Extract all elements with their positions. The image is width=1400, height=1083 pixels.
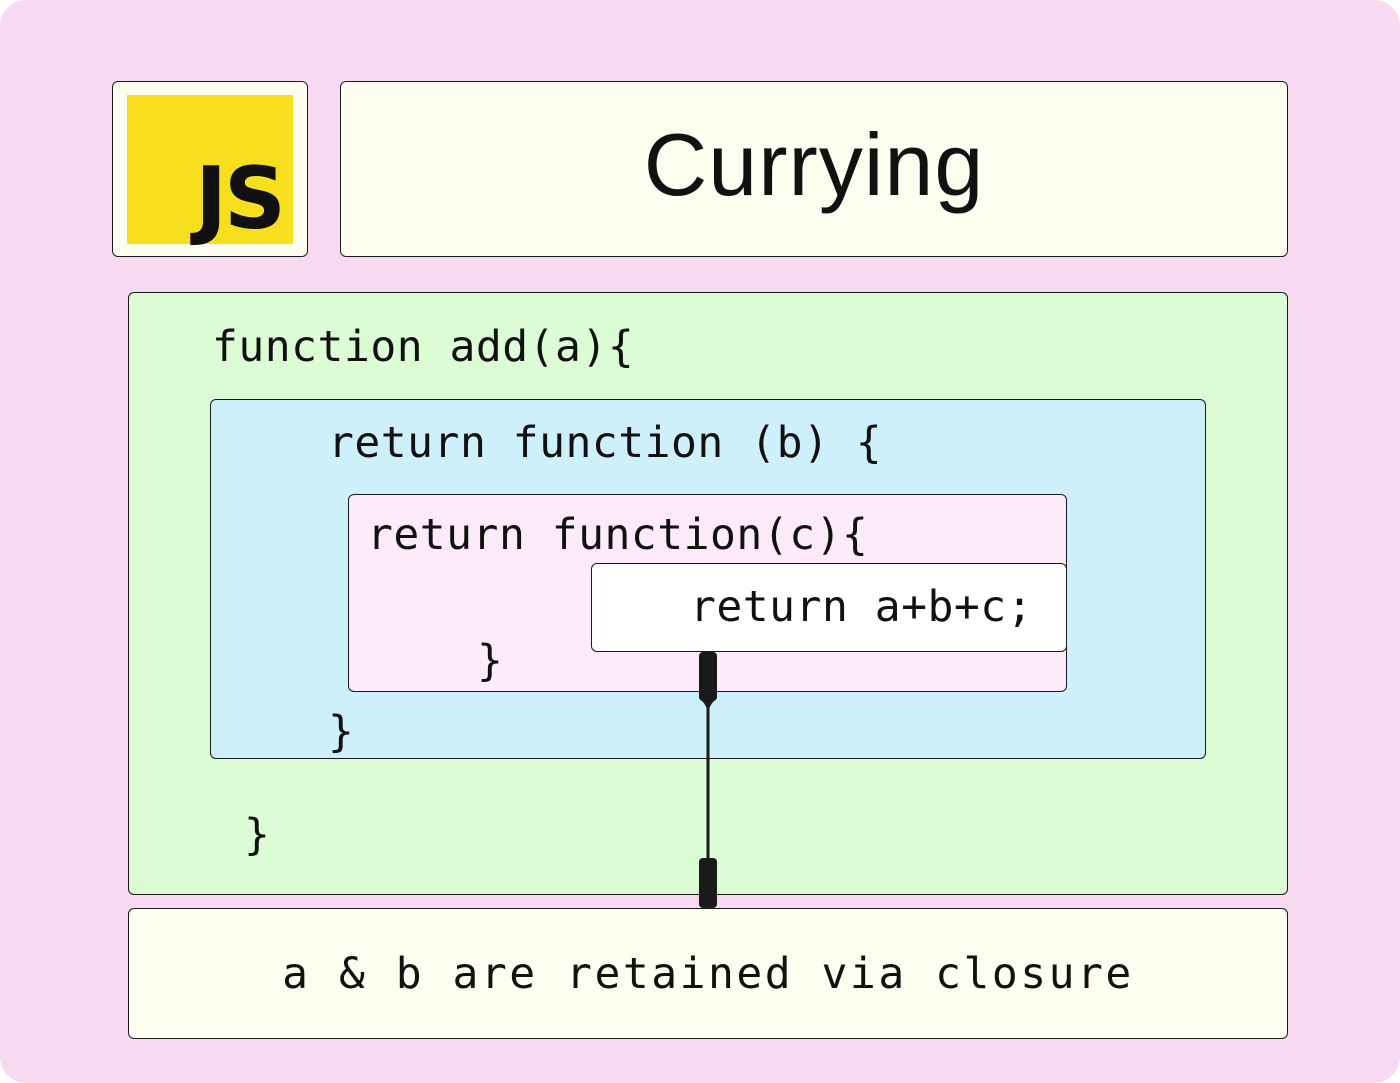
logo-text: JS bbox=[195, 149, 286, 249]
code-line-outer-open: function add(a){ bbox=[212, 322, 635, 372]
code-line-return-sum: return a+b+c; bbox=[690, 582, 1034, 632]
code-line-inner-close: } bbox=[477, 636, 504, 686]
javascript-logo-icon: JS bbox=[127, 95, 293, 244]
code-line-middle-close: } bbox=[328, 707, 355, 757]
code-line-middle-open: return function (b) { bbox=[328, 418, 883, 468]
closure-note-panel: a & b are retained via closure bbox=[128, 908, 1288, 1039]
title-panel: Currying bbox=[340, 81, 1288, 257]
code-line-outer-close: } bbox=[244, 810, 271, 860]
page-title: Currying bbox=[643, 115, 985, 214]
code-line-inner-open: return function(c){ bbox=[367, 510, 869, 560]
closure-note: a & b are retained via closure bbox=[282, 948, 1134, 999]
return-expression-box bbox=[591, 563, 1067, 652]
logo-frame: JS bbox=[112, 81, 308, 257]
